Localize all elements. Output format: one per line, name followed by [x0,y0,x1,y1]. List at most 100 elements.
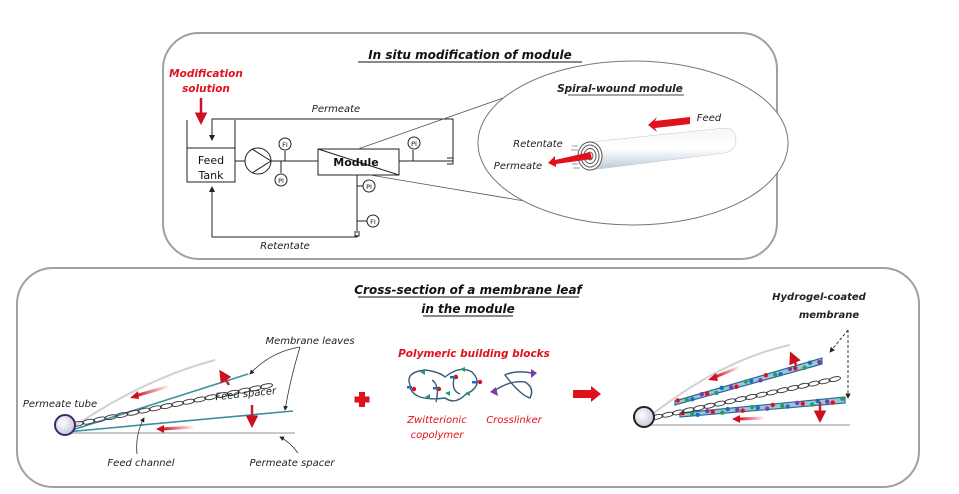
hydrogel-bead [720,410,725,415]
hydrogel-bead [725,406,730,412]
spiral-wound-inset: Spiral-wound module Feed Re [477,60,789,226]
spacer-link [137,407,151,414]
spacer-link [755,391,768,398]
outer-leaf-curve [65,359,216,433]
inset-feed-arrow-icon [648,117,690,132]
svg-text:PI: PI [278,177,284,185]
flow-indicator-2: FI [366,214,380,228]
pressure-indicator-1: PI [274,173,288,187]
feed-tank-label-1: Feed [198,154,224,167]
membrane-leaf-diagram: Membrane leaves Feed spacer Permeate tub… [23,336,355,469]
svg-text:FI: FI [282,141,288,149]
hydrogel-bead [780,403,785,408]
svg-text:PI: PI [366,183,372,191]
zwitterionic-copolymer-icon [407,367,483,403]
hydrogel-bead [830,400,835,405]
permeate-tube-coated-icon [633,406,655,428]
membrane-leaf-lower [65,410,294,433]
inset-retentate-label: Retentate [513,139,563,150]
pump-icon [244,147,272,175]
hydrogel-label-1: Hydrogel-coated [772,292,866,303]
permeate-spacer-label: Permeate spacer [249,458,335,469]
spacer-link [828,376,841,383]
spacer-link [259,383,273,390]
hydrogel-bead [719,385,724,391]
spacer-link [115,412,129,418]
feed-channel-pointer [136,417,145,455]
spacer-link [193,396,207,403]
flow-arrow-coated-lower [732,415,740,423]
crosslinker-label: Crosslinker [486,415,542,426]
hydrogel-bead [740,408,745,413]
flow-arrow-upper [134,384,171,398]
hydrogel-bead [817,359,822,365]
spacer-link [104,414,118,421]
hydrogel-bead [800,401,805,406]
spacer-link [818,378,831,385]
spacer-link [226,389,240,396]
top-permeate-label: Permeate [312,104,360,115]
inset-permeate-arrow-icon [548,152,592,167]
permeate-valve-icon [447,157,454,165]
spacer-link [171,400,185,407]
permeate-tube-icon [54,414,76,436]
zwitterionic-label-1: Zwitterionic [406,415,467,426]
spacer-link [82,418,96,425]
hydrogel-bead [793,366,798,371]
hydrogel-bead [807,360,813,365]
polymeric-building-blocks: Polymeric building blocks Zwitterionic [398,348,550,441]
feed-spacer-braid-coated [651,376,841,420]
hydrogel-bead [705,408,710,414]
spacer-link [724,398,737,405]
hydrogel-bead [728,385,734,390]
hydrogel-bead [802,365,807,370]
hydrogel-bead [684,397,690,403]
inset-feed-label: Feed [697,113,722,124]
top-panel: In situ modification of module Modificat… [162,32,789,260]
hydrogel-bead [758,378,763,383]
membrane-leaves-pointer-1 [249,346,301,375]
coated-membrane [674,357,823,406]
hydrogel-bead [825,399,830,404]
retentate-valve-icon [354,231,360,237]
top-retentate-label: Retentate [260,241,310,252]
pressure-indicator-3: PI [362,179,376,193]
reaction-arrow-icon [573,386,601,402]
inset-title: Spiral-wound module [557,83,683,95]
hydrogel-bead [735,407,740,413]
bottom-panel: Cross-section of a membrane leaf in the … [16,267,920,488]
pressure-indicator-2: PI [407,136,421,150]
permeation-arrow-coated-up [789,351,801,366]
spacer-link [682,407,695,414]
hydrogel-bead [690,397,695,402]
plus-icon [354,392,370,407]
polymeric-heading: Polymeric building blocks [398,348,550,360]
module-label: Module [333,156,378,169]
membrane-leaves-label: Membrane leaves [265,336,354,347]
svg-text:FI: FI [370,218,376,226]
spacer-link [237,387,251,394]
spacer-link [93,416,107,423]
flow-arrow-coated-upper [708,373,718,381]
spacer-link [215,392,229,398]
permeate-tube-label: Permeate tube [23,399,97,410]
hydrogel-bead [714,390,719,396]
permeate-spacer-pointer [279,436,299,454]
spacer-link [692,405,706,411]
module-box: Module [317,148,400,176]
zwitterionic-label-2: copolymer [411,430,465,441]
spacer-link [159,403,173,410]
permeation-arrow-up [219,369,232,386]
spacer-link [126,409,140,416]
hydrogel-bead [778,371,783,377]
spacer-link [671,409,685,416]
hydrogel-bead [787,366,793,372]
hydrogel-bead [763,373,769,378]
hydrogel-bead [695,412,700,417]
hydrogel-coating-upper [674,357,823,406]
hydrogel-bead [748,378,754,384]
flow-indicator-1: FI [278,137,292,151]
spacer-link [807,380,821,387]
crosslinker-icon [490,369,537,399]
